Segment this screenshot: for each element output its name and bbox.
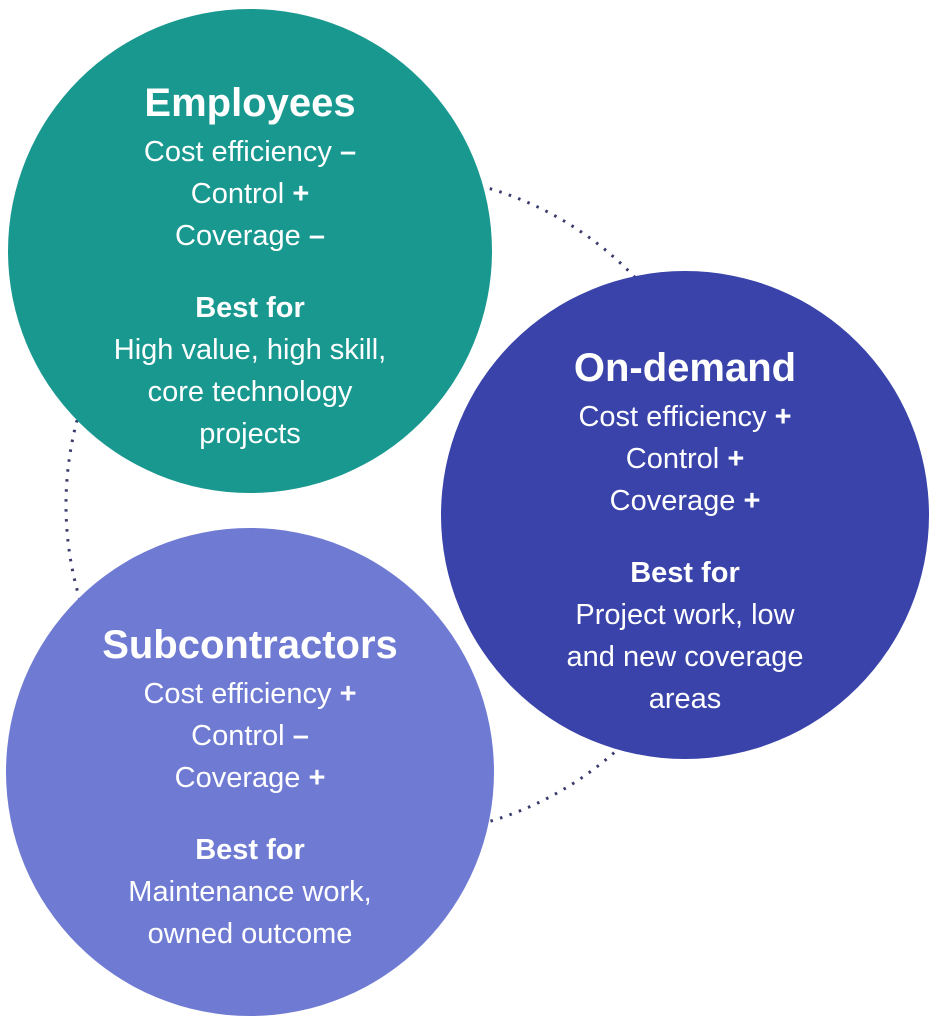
subcontractors-attr-cost-efficiency: Cost efficiency + [143, 673, 356, 715]
employees-circle: Employees Cost efficiency – Control + Co… [8, 9, 492, 493]
on-demand-circle: On-demand Cost efficiency + Control + Co… [441, 271, 929, 759]
employees-attr-cost-efficiency: Cost efficiency – [144, 131, 356, 173]
employees-best-for-line: High value, high skill, [113, 334, 387, 366]
employees-title: Employees [144, 81, 356, 125]
employees-best-for-line: projects [199, 418, 301, 450]
subcontractors-best-for-heading: Best for [195, 834, 305, 866]
on-demand-title: On-demand [573, 346, 797, 390]
attr-sign: – [308, 220, 325, 252]
attr-sign: + [727, 443, 745, 475]
subcontractors-title: Subcontractors [102, 623, 398, 667]
attr-sign: + [743, 485, 761, 517]
subcontractors-best-for-line: owned outcome [147, 918, 353, 950]
on-demand-attr-control: Control + [626, 438, 745, 480]
attr-sign: + [292, 178, 310, 210]
employees-best-for-heading: Best for [195, 292, 305, 324]
attr-label: Cost efficiency [578, 401, 767, 433]
on-demand-best-for-heading: Best for [630, 557, 740, 589]
attr-label: Coverage [175, 220, 301, 252]
attr-label: Coverage [609, 485, 736, 517]
attr-sign: – [292, 720, 309, 752]
attr-label: Control [190, 178, 285, 210]
employees-attr-coverage: Coverage – [175, 215, 325, 257]
attr-sign: + [774, 401, 792, 433]
on-demand-attr-coverage: Coverage + [610, 480, 761, 522]
subcontractors-best-for-line: Maintenance work, [128, 876, 372, 908]
subcontractors-circle: Subcontractors Cost efficiency + Control… [6, 528, 494, 1016]
subcontractors-attr-control: Control – [191, 715, 309, 757]
attr-label: Control [191, 720, 285, 752]
attr-label: Cost efficiency [143, 136, 332, 168]
on-demand-best-for-line: areas [648, 683, 722, 715]
employees-attr-control: Control + [191, 173, 310, 215]
subcontractors-attr-coverage: Coverage + [175, 757, 326, 799]
on-demand-attr-cost-efficiency: Cost efficiency + [578, 396, 791, 438]
attr-label: Coverage [174, 762, 301, 794]
attr-sign: + [339, 678, 357, 710]
attr-sign: + [308, 762, 326, 794]
attr-sign: – [339, 136, 357, 168]
on-demand-best-for-line: Project work, low [575, 599, 795, 631]
employees-best-for-line: core technology [147, 376, 353, 408]
on-demand-best-for-line: and new coverage [566, 641, 804, 673]
attr-label: Cost efficiency [143, 678, 332, 710]
attr-label: Control [625, 443, 720, 475]
